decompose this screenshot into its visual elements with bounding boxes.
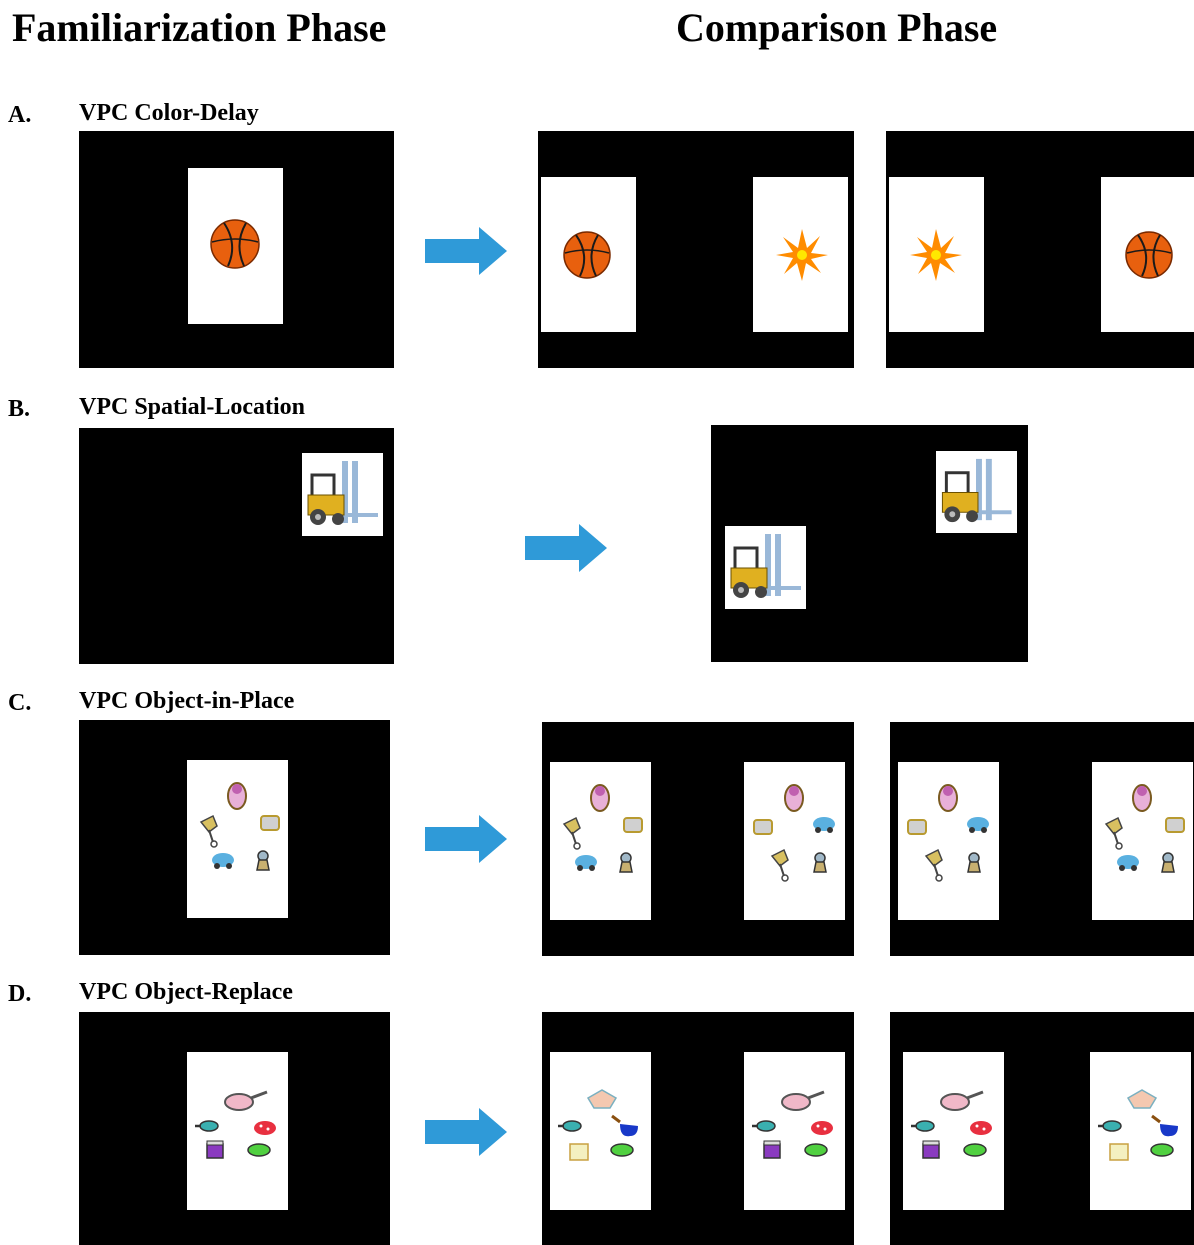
row-c-title: VPC Object-in-Place: [79, 688, 295, 714]
household-objects-replaced-icon: [558, 1089, 638, 1161]
stimulus-card: [188, 168, 283, 324]
row-b-letter: B.: [8, 396, 31, 422]
comparison-screen-d2: [890, 1012, 1194, 1245]
row-b-title: VPC Spatial-Location: [79, 394, 306, 420]
arrow-right-icon: [425, 227, 507, 275]
object-array-icon: [1104, 784, 1185, 873]
stimulus-card: [903, 1052, 1004, 1210]
stimulus-card: [550, 1052, 651, 1210]
household-objects-icon: [752, 1090, 833, 1159]
stimulus-card: [744, 762, 845, 920]
comparison-screen-c2: [890, 722, 1194, 956]
forklift-icon: [730, 534, 801, 598]
object-array-swapped-icon: [907, 784, 989, 882]
stimulus-card: [550, 762, 651, 920]
arrow-right-icon: [425, 815, 507, 863]
household-objects-icon: [195, 1090, 276, 1159]
basketball-icon: [1125, 231, 1173, 279]
comparison-screen-a2: [886, 131, 1194, 368]
familiarization-screen-a: [79, 131, 394, 368]
household-objects-icon: [911, 1090, 992, 1159]
row-a-letter: A.: [8, 102, 32, 128]
forklift-icon: [941, 458, 1012, 523]
row-d-title: VPC Object-Replace: [79, 979, 293, 1005]
comparison-screen-d1: [542, 1012, 854, 1245]
arrow-right-icon: [425, 1108, 507, 1156]
comparison-screen-c1: [542, 722, 854, 956]
stimulus-card: [187, 1052, 288, 1210]
stimulus-card: [1101, 177, 1194, 332]
household-objects-replaced-icon: [1098, 1089, 1178, 1161]
basketball-icon: [210, 219, 260, 269]
stimulus-card: [1090, 1052, 1191, 1210]
comparison-screen-a1: [538, 131, 854, 368]
row-d-letter: D.: [8, 981, 32, 1007]
stimulus-card: [725, 526, 806, 609]
stimulus-card: [936, 451, 1017, 533]
object-array-icon: [562, 784, 643, 873]
comparison-phase-title: Comparison Phase: [676, 5, 998, 50]
familiarization-phase-title: Familiarization Phase: [12, 5, 387, 50]
stimulus-card: [889, 177, 984, 332]
familiarization-screen-b: [79, 428, 394, 664]
stimulus-card: [753, 177, 848, 332]
stimulus-card: [1092, 762, 1193, 920]
stimulus-card: [302, 453, 383, 536]
row-a-title: VPC Color-Delay: [79, 100, 259, 126]
flower-icon: [776, 229, 828, 281]
stimulus-card: [187, 760, 288, 918]
basketball-icon: [563, 231, 611, 279]
stimulus-card: [541, 177, 636, 332]
familiarization-screen-c: [79, 720, 390, 955]
comparison-screen-b: [711, 425, 1028, 662]
stimulus-card: [898, 762, 999, 920]
row-c-letter: C.: [8, 690, 32, 716]
object-array-swapped-icon: [753, 784, 835, 882]
stimulus-card: [744, 1052, 845, 1210]
flower-icon: [910, 229, 962, 281]
familiarization-screen-d: [79, 1012, 390, 1245]
arrow-right-icon: [525, 524, 607, 572]
object-array-icon: [199, 782, 280, 871]
forklift-icon: [307, 461, 378, 525]
